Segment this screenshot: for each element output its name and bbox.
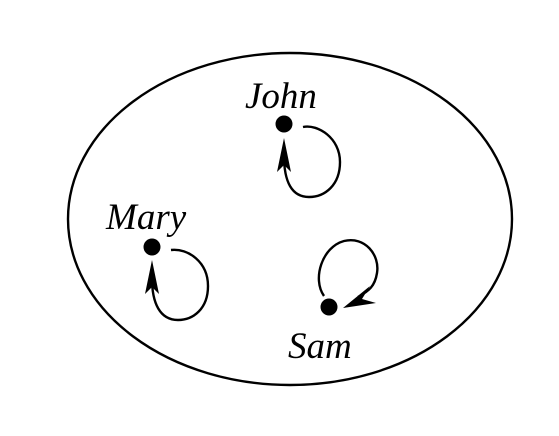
node-dot-john [275,115,293,133]
node-dot-mary [143,238,161,256]
self-loop-sam [317,238,379,299]
node-mary: Mary [105,197,210,322]
node-sam: Sam [288,238,379,367]
self-loop-mary [150,248,210,322]
arrowhead-sam [343,286,376,308]
node-label-john: John [245,76,317,117]
node-label-mary: Mary [105,197,187,238]
node-dot-sam [320,298,338,316]
node-john: John [245,76,342,199]
arrowhead-mary [145,260,159,294]
arrowhead-john [277,138,291,172]
self-loop-john [282,125,342,199]
node-label-sam: Sam [288,326,352,367]
set-boundary-ellipse [66,51,514,387]
